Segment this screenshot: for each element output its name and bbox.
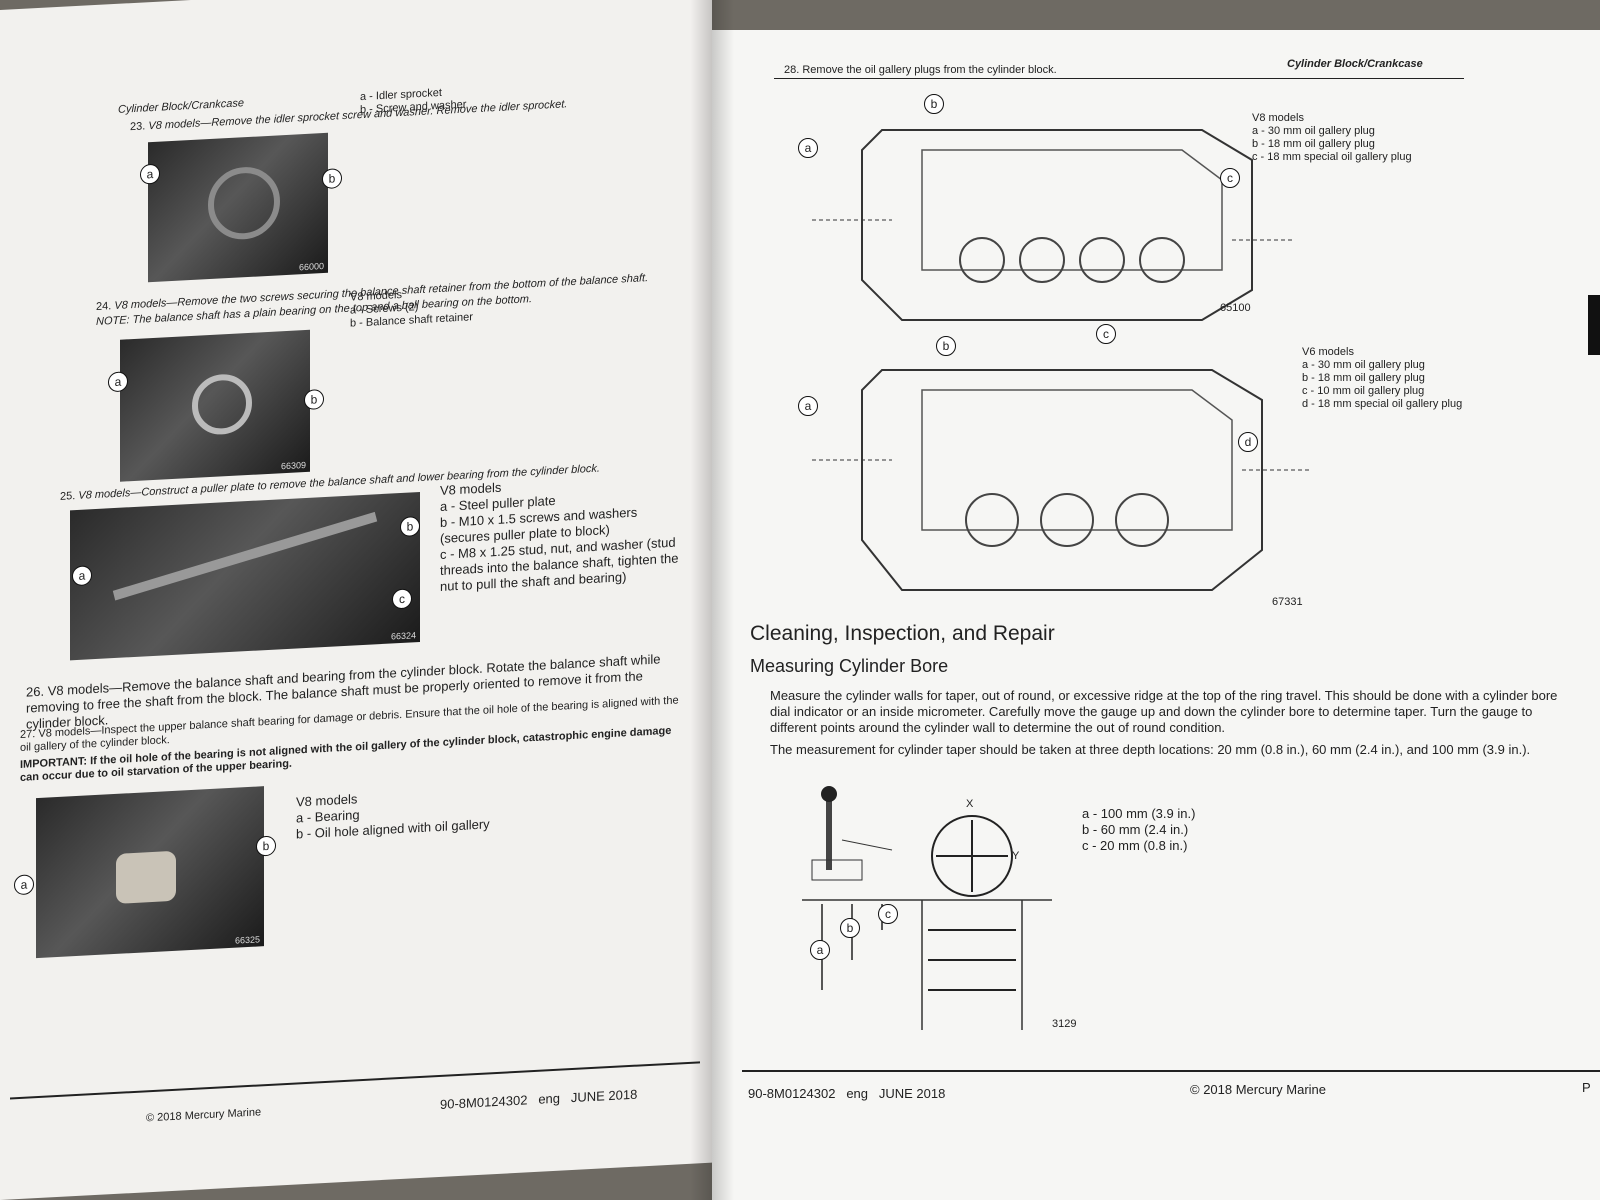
step-25-legend: V8 models a - Steel puller plate b - M10… — [440, 470, 690, 595]
step-23-legend: a - Idler sprocket b - Screw and washer — [360, 86, 466, 118]
step-number: 27. — [20, 728, 36, 741]
callout-b: b — [840, 918, 860, 938]
legend-item: c - 10 mm oil gallery plug — [1302, 385, 1425, 397]
legend-item: a - 30 mm oil gallery plug — [1302, 359, 1425, 371]
axis-y-label: Y — [1012, 850, 1020, 862]
left-page-header: Cylinder Block/Crankcase — [118, 97, 244, 116]
callout-b: b — [304, 389, 324, 411]
balance-shaft-retainer-photo: 66309 — [120, 329, 310, 482]
subsection-title: Measuring Cylinder Bore — [750, 656, 949, 676]
step-27-legend: V8 models a - Bearing b - Oil hole align… — [296, 779, 596, 843]
step-number: 24. — [96, 300, 112, 313]
legend-item: b - 18 mm oil gallery plug — [1302, 372, 1425, 384]
footer-copyright: © 2018 Mercury Marine — [146, 1106, 262, 1125]
callout-a: a — [798, 396, 818, 416]
callout-a: a — [14, 874, 34, 896]
legend-item: b - 60 mm (2.4 in.) — [1082, 822, 1189, 837]
footer-page-number: P — [1582, 1080, 1591, 1095]
figure-code: 65100 — [1220, 302, 1251, 314]
footer-doc-number: 90-8M0124302 — [440, 1092, 528, 1112]
legend-item: c - 18 mm special oil gallery plug — [1252, 151, 1412, 163]
step-24-legend: V8 models a - Screws (2) b - Balance sha… — [350, 285, 473, 330]
footer-doc-info: 90-8M0124302 eng JUNE 2018 — [440, 1087, 637, 1113]
axis-x-label: X — [966, 798, 974, 810]
figure-code: 66309 — [280, 459, 306, 472]
footer-lang: eng — [538, 1090, 561, 1107]
header-rule — [774, 78, 1464, 79]
footer-rule — [742, 1070, 1600, 1072]
step-number: 26. — [26, 683, 45, 700]
callout-c: c — [1096, 324, 1116, 344]
bore-legend: a - 100 mm (3.9 in.) b - 60 mm (2.4 in.)… — [1082, 806, 1195, 854]
section-tab-marker — [1588, 295, 1600, 355]
v6-cylinder-block-diagram — [812, 369, 1312, 591]
footer-date: JUNE 2018 — [878, 1086, 946, 1101]
paragraph-2: The measurement for cylinder taper shoul… — [770, 742, 1531, 757]
callout-b: b — [322, 168, 342, 190]
step-number: 25. — [60, 490, 76, 503]
right-page: 28. Remove the oil gallery plugs from th… — [712, 30, 1600, 1200]
callout-b: b — [256, 835, 276, 857]
callout-c: c — [1220, 168, 1240, 188]
bearing-oil-hole-photo: 66325 — [36, 786, 264, 959]
bore-cross-section-diagram — [931, 815, 1013, 897]
footer-doc-number: 90-8M0124302 — [748, 1086, 836, 1101]
footer-lang: eng — [846, 1086, 869, 1101]
book-gutter — [690, 0, 734, 1200]
legend-item: d - 18 mm special oil gallery plug — [1302, 398, 1463, 410]
footer-copyright: © 2018 Mercury Marine — [1190, 1082, 1327, 1097]
figure-code: 66324 — [390, 630, 416, 642]
v8-legend: V8 models a - 30 mm oil gallery plug b -… — [1252, 112, 1412, 164]
figure-code: 66000 — [298, 261, 324, 273]
figure-code: 3129 — [1052, 1018, 1077, 1030]
v6-legend: V6 models a - 30 mm oil gallery plug b -… — [1302, 346, 1522, 411]
section-title: Cleaning, Inspection, and Repair — [750, 622, 1055, 645]
step-number: 28. — [784, 64, 800, 76]
cylinder-bore-measurement-diagram — [802, 786, 1052, 1030]
callout-a: a — [810, 940, 830, 960]
step-text: Remove the oil gallery plugs from the cy… — [802, 64, 1057, 76]
legend-item: a - 100 mm (3.9 in.) — [1082, 806, 1196, 821]
footer-date: JUNE 2018 — [570, 1086, 638, 1106]
paragraph-1: Measure the cylinder walls for taper, ou… — [770, 688, 1558, 735]
footer-doc-info: 90-8M0124302 eng JUNE 2018 — [748, 1086, 945, 1102]
step-number: 23. — [130, 120, 146, 134]
callout-b: b — [924, 94, 944, 114]
callout-d: d — [1238, 432, 1258, 452]
callout-a: a — [798, 138, 818, 158]
callout-b: b — [936, 336, 956, 356]
legend-item: c - 20 mm (0.8 in.) — [1082, 838, 1188, 853]
figure-code: 66325 — [234, 934, 260, 946]
legend-title: V8 models — [1252, 112, 1304, 124]
callout-c: c — [878, 904, 898, 924]
v8-cylinder-block-diagram — [812, 129, 1292, 321]
right-page-header: Cylinder Block/Crankcase — [1287, 58, 1423, 70]
left-page: Cylinder Block/Crankcase 23. V8 models—R… — [0, 0, 712, 1200]
idler-sprocket-photo: 66000 — [148, 132, 328, 283]
step-28: 28. Remove the oil gallery plugs from th… — [784, 64, 1057, 77]
puller-plate-photo: 66324 — [70, 491, 420, 661]
legend-item: a - 30 mm oil gallery plug — [1252, 125, 1375, 137]
legend-item: b - 18 mm oil gallery plug — [1252, 138, 1375, 150]
figure-code: 67331 — [1272, 596, 1303, 608]
legend-title: V6 models — [1302, 346, 1354, 358]
